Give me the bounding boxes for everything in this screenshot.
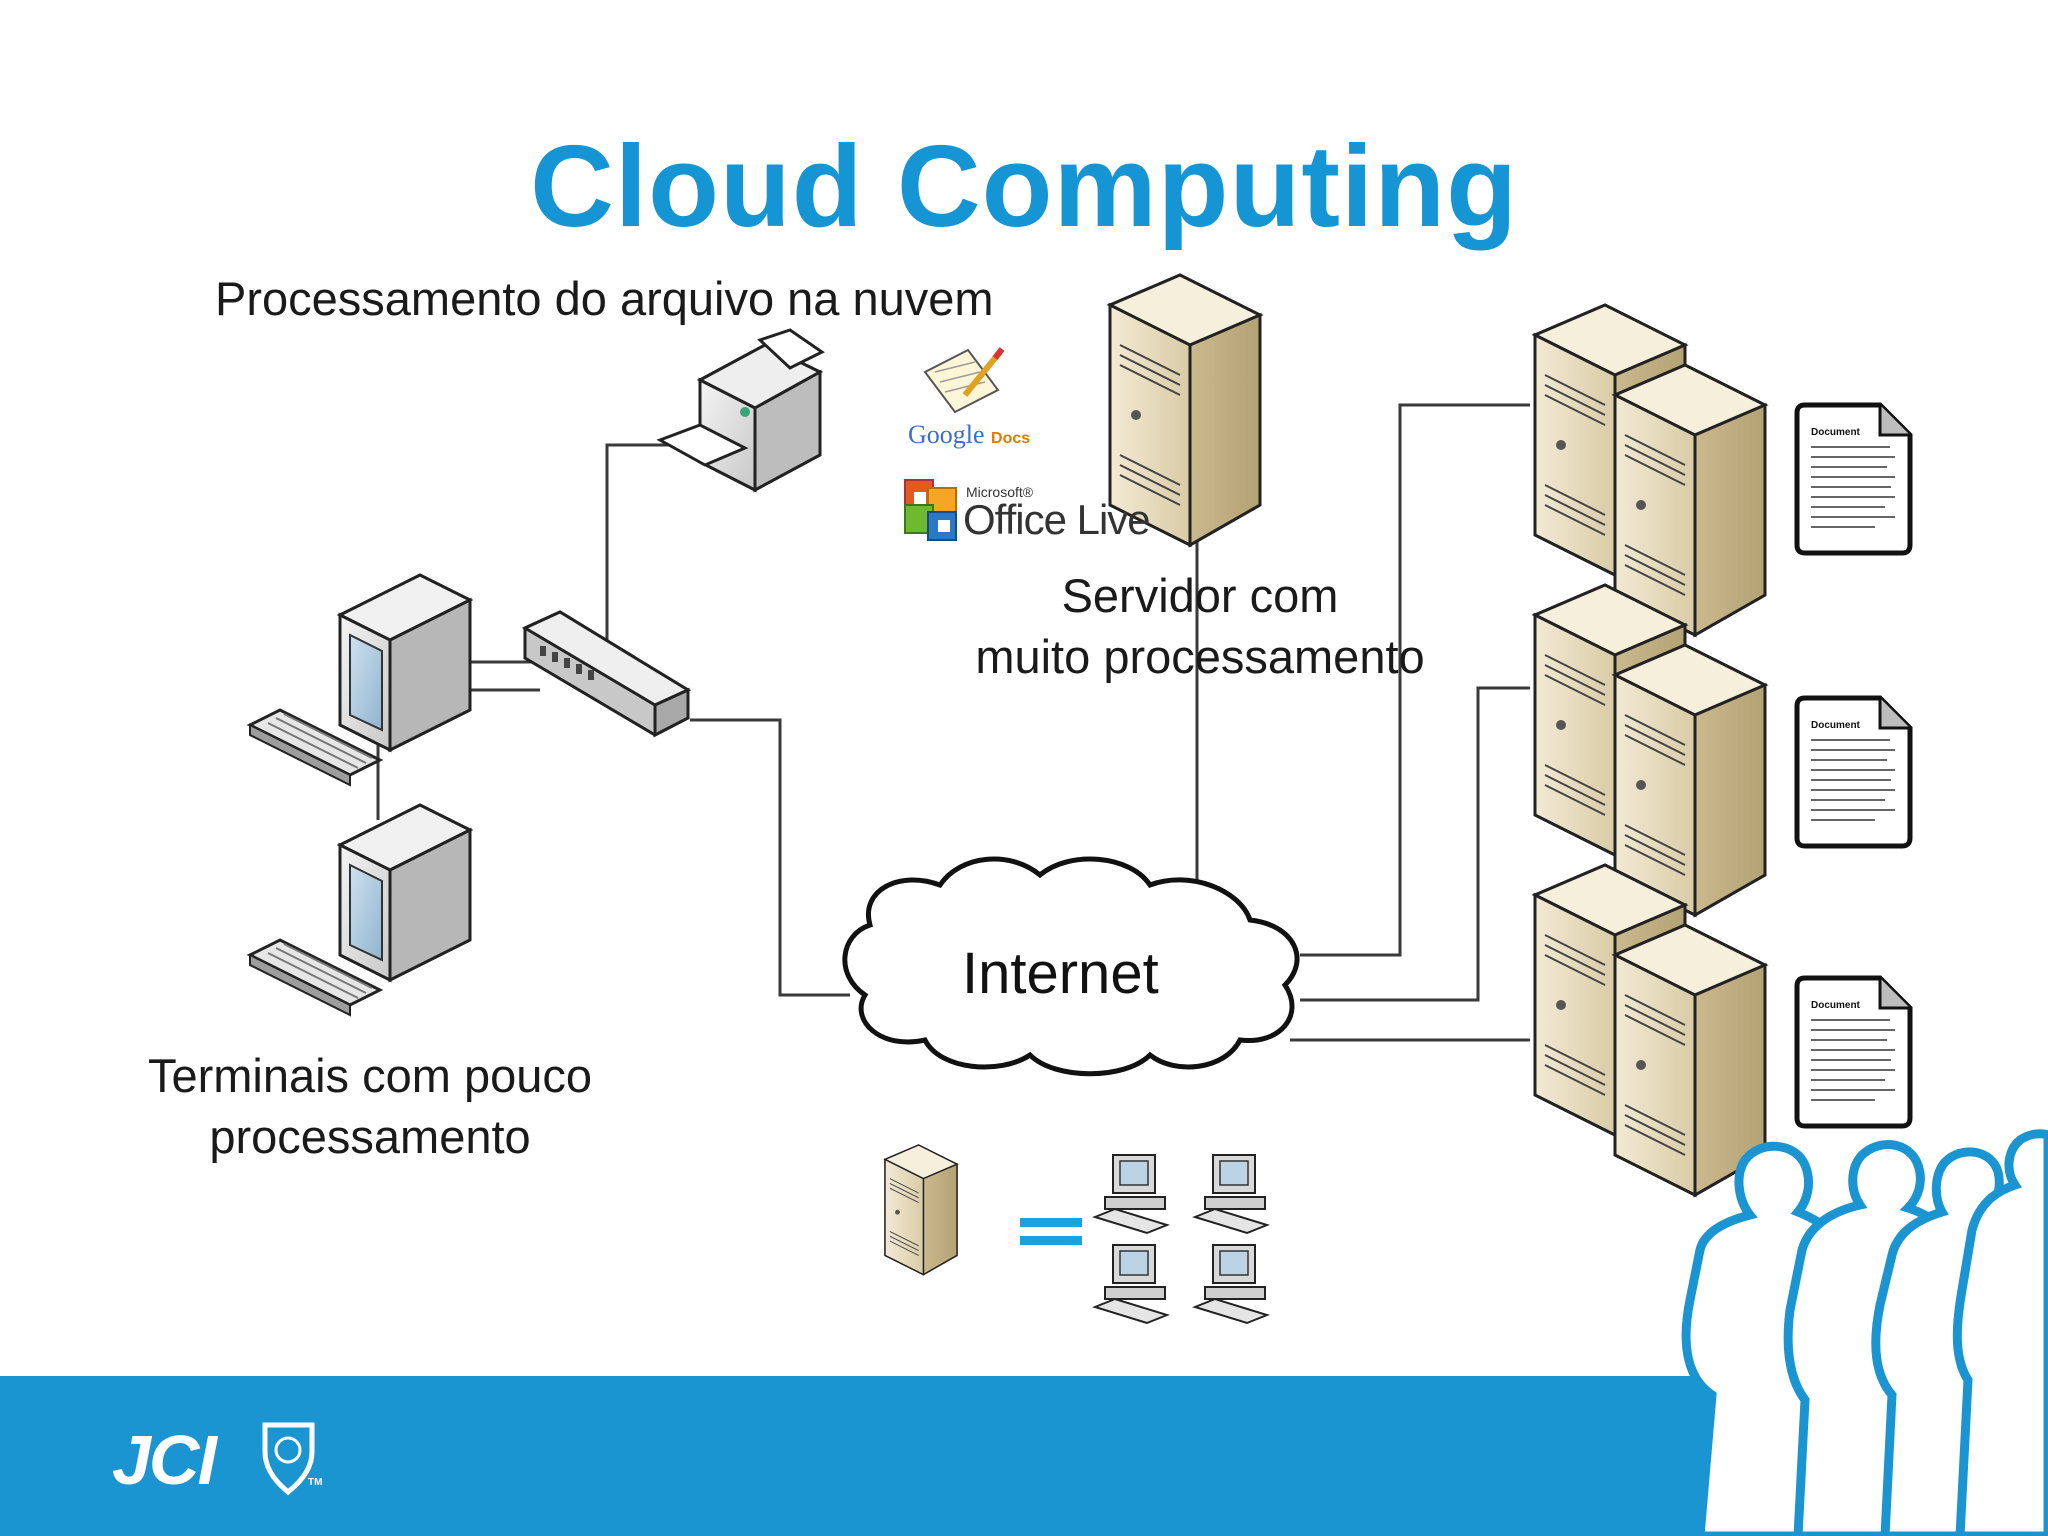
cloud-processing-label: Processamento do arquivo na nuvem (215, 272, 994, 325)
office-live-logo (904, 479, 957, 541)
document-icon (1797, 405, 1910, 553)
equals-sign (1020, 1218, 1082, 1245)
server-group-icon (1533, 583, 1767, 917)
small-server-icon (884, 1144, 958, 1276)
people-silhouette-icon (1681, 1129, 2048, 1536)
internet-label: Internet (962, 941, 1159, 1006)
printer-icon (656, 328, 825, 493)
google-docs-text: Google Docs (908, 420, 1030, 450)
client-pcs-icon (1094, 1154, 1268, 1324)
office-live-main-text: Office Live (963, 496, 1151, 543)
terminals-label-line1: Terminais com pouco (147, 1049, 593, 1102)
terminal-computer-icon (248, 573, 472, 787)
terminals-label-line2: processamento (209, 1110, 531, 1164)
google-docs-logo (923, 347, 1005, 414)
docs-suffix-text: Docs (991, 430, 1031, 447)
office-live-small-text: Microsoft® (966, 484, 1034, 500)
terminals-description-label: Terminais com pouco processamento (115, 1045, 625, 1167)
server-label-line1: Servidor com (1061, 569, 1339, 622)
slide-title: Cloud Computing (530, 121, 1518, 251)
terminal-computer-icon (248, 803, 472, 1017)
document-icon (1797, 698, 1910, 846)
server-group-icon (1533, 863, 1767, 1197)
google-brand-text: Google (908, 420, 985, 449)
svg-text:TM: TM (308, 1477, 322, 1488)
internet-cloud-icon (842, 856, 1300, 1077)
server-group-icon (1533, 303, 1767, 637)
server-description-label: Servidor com muito processamento (940, 565, 1460, 687)
document-icon (1797, 978, 1910, 1126)
jci-shield-icon: TM (262, 1422, 322, 1496)
jci-logo-text: JCI (112, 1421, 217, 1499)
network-switch-icon (521, 610, 692, 738)
server-label-line2: muito processamento (975, 630, 1425, 684)
